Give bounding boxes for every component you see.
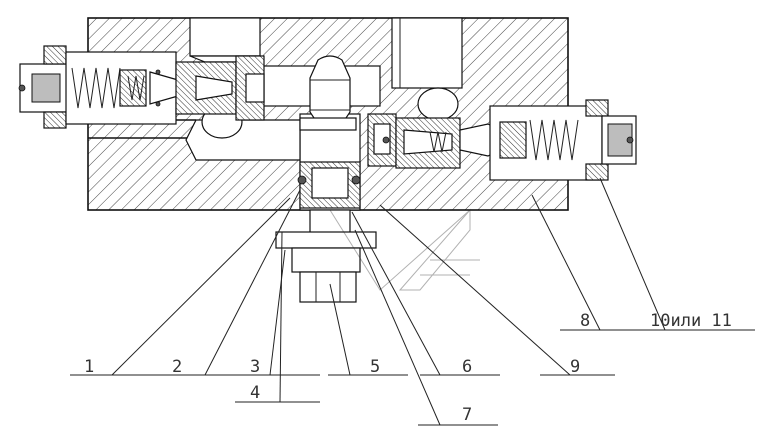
left-spring	[71, 67, 121, 109]
callout-10-or-11: 10или 11	[650, 311, 732, 331]
callout-7: 7	[462, 405, 472, 425]
bottom-plug-assembly	[275, 161, 377, 303]
callout-6: 6	[462, 357, 472, 377]
left-small-spring	[127, 75, 145, 101]
callout-9: 9	[570, 357, 580, 377]
callout-4: 4	[250, 383, 260, 403]
callout-8: 8	[580, 311, 590, 331]
callout-labels: 1 2 3 4 5 6 7 9 8 10или 11	[84, 311, 732, 425]
watermark-logo	[329, 208, 480, 291]
right-spring	[529, 119, 579, 161]
callout-3: 3	[250, 357, 260, 377]
callout-5: 5	[370, 357, 380, 377]
right-small-spring	[429, 131, 447, 153]
callout-2: 2	[172, 357, 182, 377]
callout-1: 1	[84, 357, 94, 377]
leader-lines	[70, 177, 755, 426]
right-cartridge-valve	[367, 99, 637, 181]
left-cartridge-valve	[18, 45, 265, 129]
